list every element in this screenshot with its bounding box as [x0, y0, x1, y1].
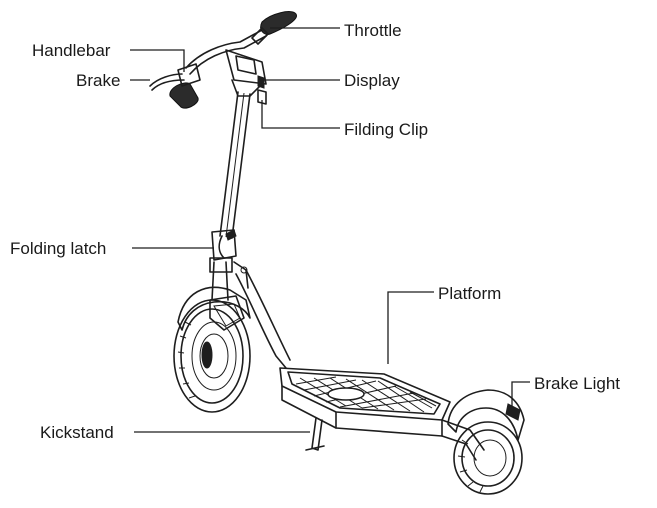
leader-lines [130, 27, 530, 433]
label-platform: Platform [438, 284, 502, 303]
label-handlebar: Handlebar [32, 41, 111, 60]
label-throttle: Throttle [344, 21, 402, 40]
label-display: Display [344, 71, 400, 90]
rear-fender [447, 389, 525, 441]
front-wheel [173, 299, 251, 413]
kickstand [305, 417, 325, 451]
label-folding-clip: Filding Clip [344, 120, 429, 139]
front-fork [209, 257, 233, 301]
front-fender [177, 286, 251, 331]
deck-frame [235, 269, 485, 461]
label-kickstand: Kickstand [40, 423, 114, 442]
label-brake-light: Brake Light [534, 374, 620, 393]
label-folding-latch: Folding latch [10, 239, 107, 258]
rear-wheel [453, 421, 523, 495]
handlebar-assembly [149, 11, 297, 109]
label-brake: Brake [76, 71, 121, 90]
steering-stem [211, 91, 251, 289]
